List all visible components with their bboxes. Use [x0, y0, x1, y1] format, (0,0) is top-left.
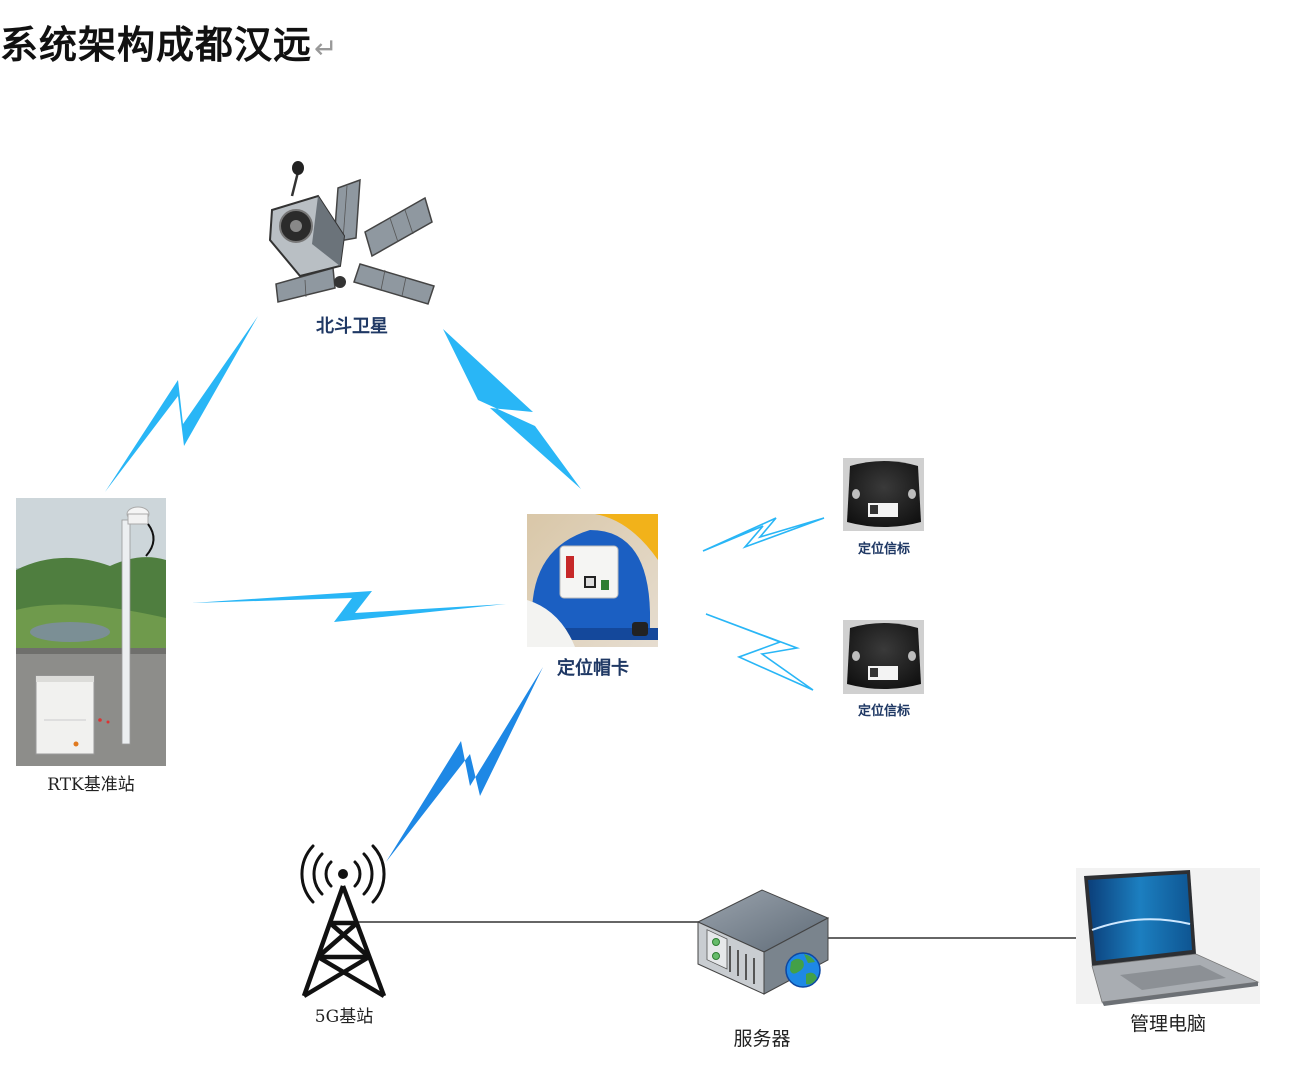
- laptop-icon: [1076, 868, 1260, 1006]
- link-helmet-beacon-1: [702, 517, 825, 552]
- helmet-card-label: 定位帽卡: [557, 657, 629, 679]
- beacon-2-label: 定位信标: [857, 703, 910, 719]
- rtk-station-label: RTK基准站: [47, 775, 135, 795]
- link-helmet-beacon-2: [705, 613, 814, 691]
- link-satellite-helmet: [443, 329, 581, 489]
- link-satellite-rtk: [105, 316, 258, 492]
- management-pc-label: 管理电脑: [1130, 1013, 1206, 1035]
- page-title: 系统架构成都汉远↵: [0, 14, 338, 69]
- server-icon: [696, 889, 830, 995]
- link-rtk-helmet: [192, 591, 506, 622]
- beacon-1-label: 定位信标: [857, 541, 910, 557]
- satellite-label: 北斗卫星: [316, 316, 388, 337]
- title-text: 系统架构成都汉远: [0, 23, 313, 67]
- beacon-photo: [843, 620, 924, 694]
- beacon-photo: [843, 458, 924, 531]
- satellite-icon: [268, 161, 435, 305]
- rtk-base-station-photo: [16, 498, 166, 766]
- helmet-tag-photo: [527, 514, 658, 647]
- cell-tower-icon: [300, 844, 387, 998]
- link-helmet-tower: [386, 667, 543, 862]
- server-label: 服务器: [733, 1028, 790, 1050]
- tower-5g-label: 5G基站: [315, 1007, 373, 1027]
- return-mark-icon: ↵: [314, 32, 339, 65]
